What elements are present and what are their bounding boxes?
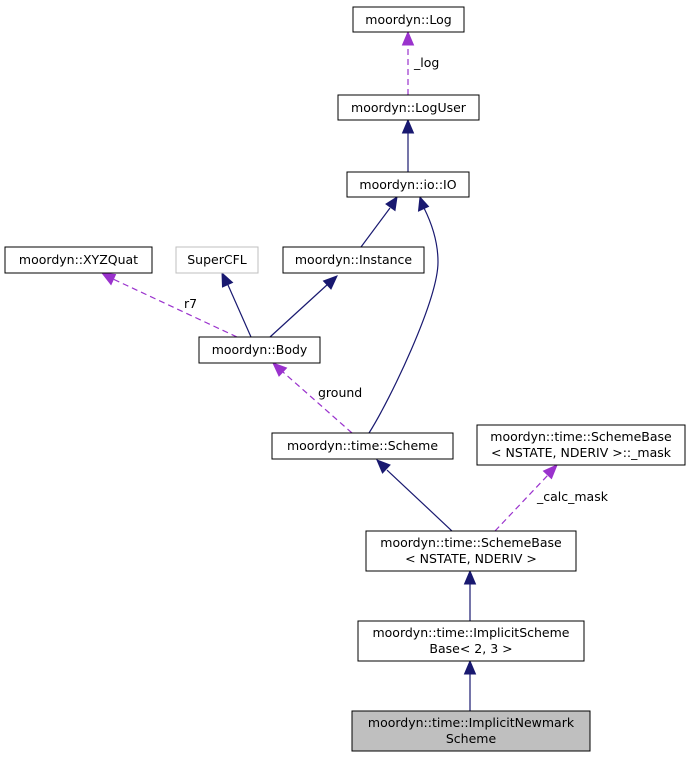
arrow-io-loguser (401, 118, 415, 134)
node-supercfl[interactable]: SuperCFL (175, 246, 259, 274)
arrow-body-xyzquat (100, 272, 117, 286)
node-scheme-label: moordyn::time::Scheme (287, 438, 438, 453)
arrow-loguser-log (401, 30, 415, 46)
arrow-schemebase-mask (542, 464, 558, 480)
arrow-body-supercfl (221, 271, 234, 288)
node-newmark[interactable]: moordyn::time::ImplicitNewmark Scheme (351, 710, 591, 752)
edge-label-r7: r7 (184, 296, 197, 311)
edge-label-ground: ground (318, 385, 362, 400)
arrow-scheme-body (272, 362, 288, 377)
edge-scheme-body (282, 371, 353, 434)
node-loguser[interactable]: moordyn::LogUser (337, 94, 480, 121)
node-log-label: moordyn::Log (365, 12, 451, 27)
node-body-label: moordyn::Body (212, 342, 308, 357)
arrow-scheme-io (417, 195, 430, 212)
node-body[interactable]: moordyn::Body (198, 336, 321, 364)
edge-label-log: _log (413, 55, 439, 70)
node-io-label: moordyn::io::IO (359, 177, 456, 192)
edge-body-xyzquat (112, 278, 238, 338)
node-instance[interactable]: moordyn::Instance (282, 246, 425, 274)
node-schemebase-label-2: < NSTATE, NDERIV > (405, 551, 537, 566)
node-io[interactable]: moordyn::io::IO (346, 171, 470, 198)
node-implicitbase-label-1: moordyn::time::ImplicitScheme (372, 625, 569, 640)
node-xyzquat-label: moordyn::XYZQuat (19, 252, 138, 267)
edge-body-instance (269, 283, 329, 338)
node-implicitbase-label-2: Base< 2, 3 > (429, 641, 512, 656)
node-mask[interactable]: moordyn::time::SchemeBase < NSTATE, NDER… (476, 424, 686, 466)
node-newmark-label-1: moordyn::time::ImplicitNewmark (368, 715, 575, 730)
node-loguser-label: moordyn::LogUser (351, 100, 467, 115)
arrow-body-instance (322, 275, 338, 290)
node-xyzquat[interactable]: moordyn::XYZQuat (4, 246, 153, 274)
arrow-schemebase-scheme (376, 459, 391, 474)
edge-schemebase-scheme (386, 469, 453, 532)
node-schemebase-label-1: moordyn::time::SchemeBase (380, 535, 562, 550)
edge-schemebase-mask (494, 474, 549, 532)
edge-label-calc-mask: _calc_mask (536, 489, 609, 504)
arrow-implicitbase-schemebase (463, 569, 477, 585)
node-implicitbase[interactable]: moordyn::time::ImplicitScheme Base< 2, 3… (357, 620, 585, 662)
node-instance-label: moordyn::Instance (295, 252, 413, 267)
node-scheme[interactable]: moordyn::time::Scheme (271, 432, 454, 460)
node-supercfl-label: SuperCFL (187, 252, 247, 267)
node-log[interactable]: moordyn::Log (352, 6, 465, 33)
node-newmark-label-2: Scheme (446, 731, 497, 746)
edge-scheme-io (368, 207, 439, 434)
edge-instance-io (360, 207, 391, 248)
arrow-instance-io (385, 195, 398, 212)
arrow-newmark-implicitbase (463, 659, 477, 675)
node-schemebase[interactable]: moordyn::time::SchemeBase < NSTATE, NDER… (365, 530, 577, 572)
node-mask-label-1: moordyn::time::SchemeBase (490, 429, 672, 444)
edge-body-supercfl (227, 284, 252, 338)
node-mask-label-2: < NSTATE, NDERIV >::_mask (491, 445, 672, 460)
